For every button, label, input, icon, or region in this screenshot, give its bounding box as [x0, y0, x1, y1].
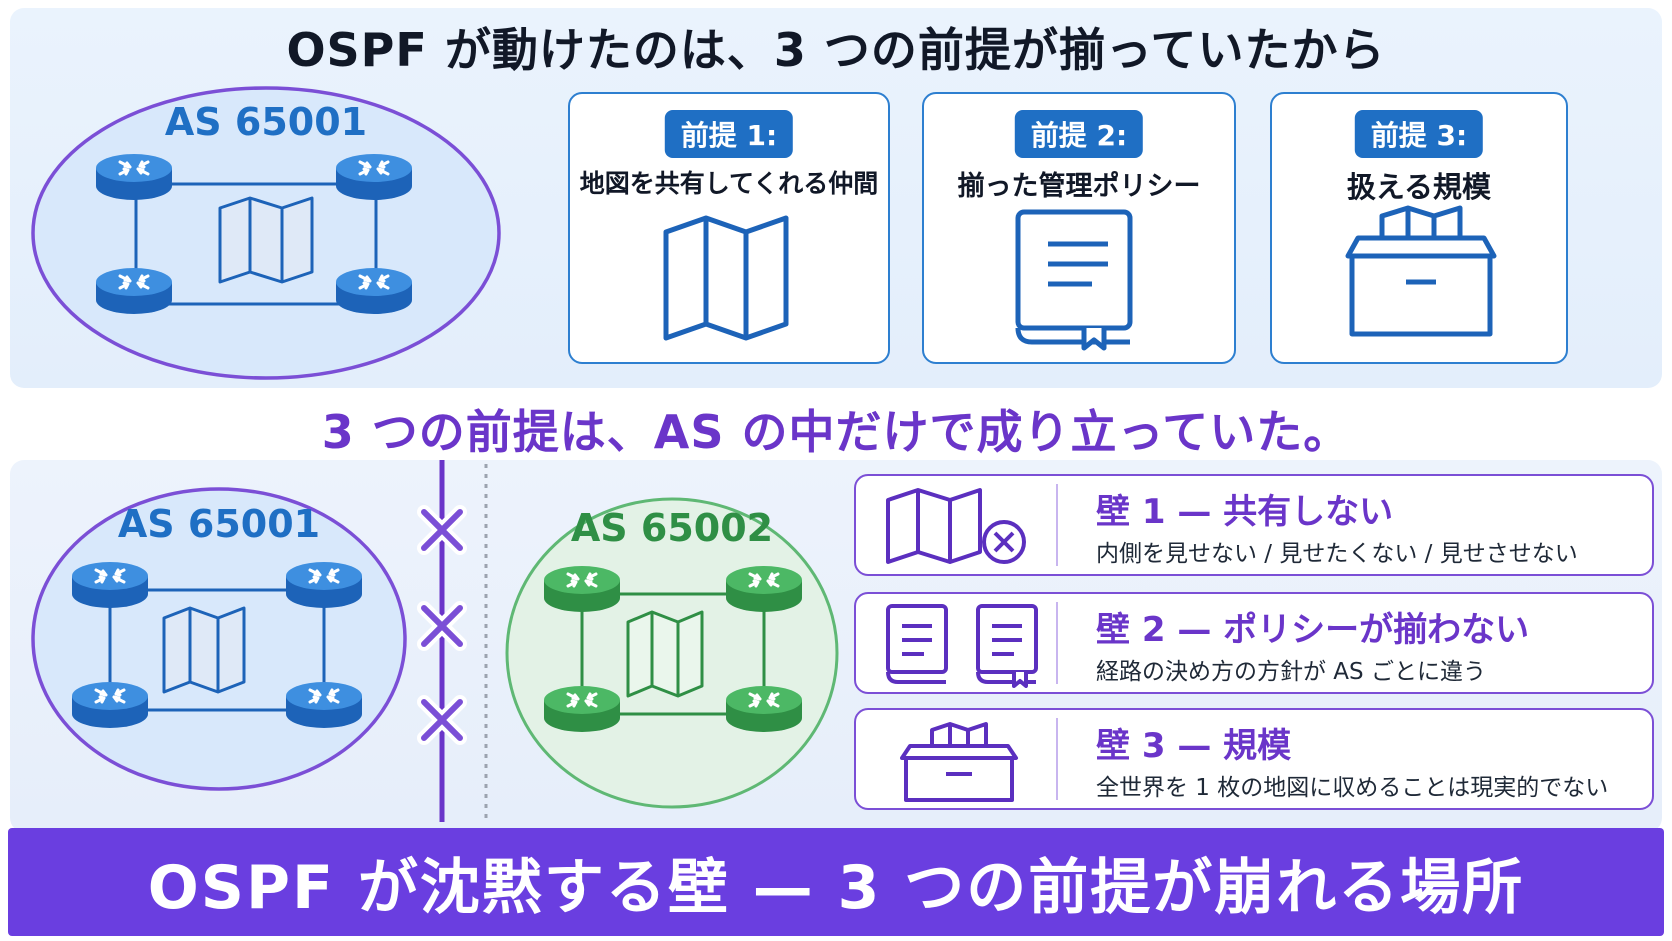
as-right-label: AS 65002	[570, 506, 774, 550]
map-icon	[663, 215, 789, 341]
wall-card-3: 壁 3 — 規模 全世界を 1 枚の地図に収めることは現実的でない	[854, 708, 1654, 810]
top-title: OSPF が動けたのは、3 つの前提が揃っていたから	[286, 23, 1386, 77]
as-top-cluster: AS 65001	[28, 82, 504, 384]
wall-title: 壁 2 — ポリシーが揃わない	[1096, 610, 1530, 650]
premise-badge: 前提 2:	[1014, 110, 1144, 158]
wall-title: 壁 3 — 規模	[1096, 726, 1292, 766]
as-right-cluster: AS 65002	[502, 494, 842, 812]
map-icon	[162, 606, 246, 694]
premise-text: 揃った管理ポリシー	[957, 171, 1201, 202]
map-x-icon	[886, 488, 1026, 564]
router-icon	[70, 558, 150, 614]
router-icon	[542, 682, 622, 738]
box-icon	[900, 722, 1018, 802]
router-icon	[94, 264, 174, 320]
router-icon	[334, 150, 414, 206]
two-books-icon	[886, 604, 1038, 688]
barrier	[417, 460, 488, 822]
router-icon	[334, 264, 414, 320]
router-icon	[94, 150, 174, 206]
wall-divider	[1056, 484, 1058, 566]
premise-card-3: 前提 3: 扱える規模	[1270, 92, 1568, 364]
router-icon	[70, 678, 150, 734]
wall-title: 壁 1 — 共有しない	[1096, 492, 1394, 532]
middle-title: 3 つの前提は、AS の中だけで成り立っていた。	[321, 405, 1351, 459]
as-top-label: AS 65001	[164, 100, 368, 144]
bottom-banner: OSPF が沈黙する壁 — 3 つの前提が崩れる場所	[8, 828, 1664, 936]
router-icon	[542, 562, 622, 618]
wall-card-1: 壁 1 — 共有しない 内側を見せない / 見せたくない / 見せさせない	[854, 474, 1654, 576]
as-left-cluster: AS 65001	[28, 484, 410, 794]
wall-subtitle: 内側を見せない / 見せたくない / 見せさせない	[1096, 541, 1578, 567]
wall-subtitle: 経路の決め方の方針が AS ごとに違う	[1096, 659, 1486, 685]
premise-badge: 前提 3:	[1354, 110, 1484, 158]
as-left-label: AS 65001	[117, 502, 321, 546]
wall-subtitle: 全世界を 1 枚の地図に収めることは現実的でない	[1096, 775, 1609, 801]
router-icon	[284, 558, 364, 614]
premise-card-1: 前提 1: 地図を共有してくれる仲間	[568, 92, 890, 364]
premise-badge: 前提 1:	[664, 110, 794, 158]
router-icon	[284, 678, 364, 734]
premise-text: 扱える規模	[1346, 170, 1492, 204]
map-icon	[218, 196, 314, 284]
box-icon	[1345, 205, 1497, 337]
map-icon	[626, 610, 704, 698]
wall-divider	[1056, 718, 1058, 800]
router-icon	[724, 682, 804, 738]
wall-card-2: 壁 2 — ポリシーが揃わない 経路の決め方の方針が AS ごとに違う	[854, 592, 1654, 694]
premise-text: 地図を共有してくれる仲間	[579, 169, 879, 198]
wall-divider	[1056, 602, 1058, 684]
premise-card-2: 前提 2: 揃った管理ポリシー	[922, 92, 1236, 364]
router-icon	[724, 562, 804, 618]
book-icon	[1015, 209, 1133, 351]
